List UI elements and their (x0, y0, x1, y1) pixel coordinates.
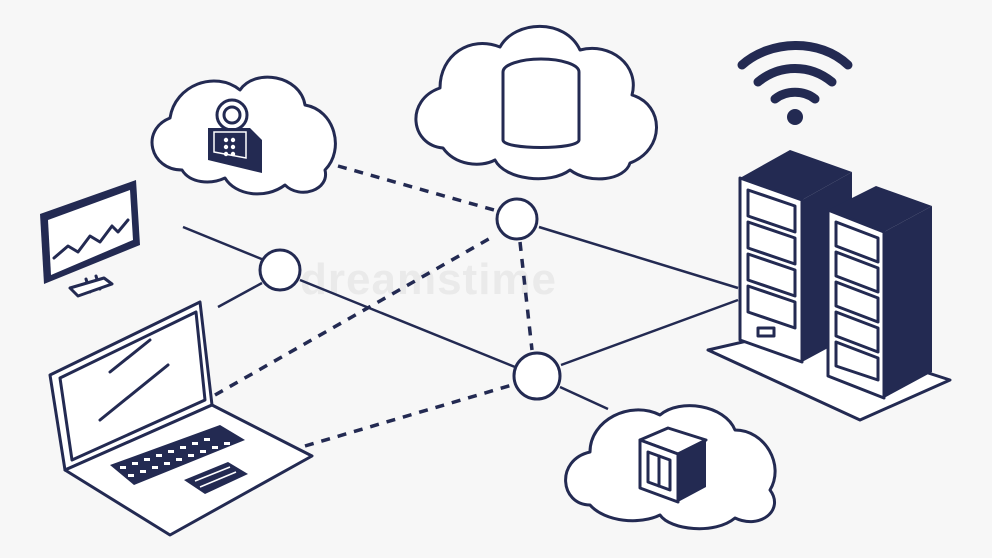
box-icon (638, 426, 708, 504)
dashed-link-node2-node3 (518, 241, 534, 351)
link-node3-servers (560, 298, 739, 367)
link-node2-servers (538, 225, 739, 290)
database-cloud (414, 25, 658, 181)
connections (182, 164, 739, 448)
dashed-link-laptop-node3 (304, 383, 513, 448)
dashed-link-laptop-node2 (214, 234, 495, 397)
lock-icon (208, 98, 262, 173)
laptop-icon (48, 300, 314, 537)
link-node3-box (559, 385, 609, 411)
box-cloud (564, 404, 777, 531)
security-cloud (150, 75, 337, 196)
network-node-1 (258, 248, 302, 292)
network-node-3 (512, 351, 562, 401)
wifi-icon (737, 41, 853, 125)
chart-monitor-icon (40, 180, 140, 298)
link-monitor-node1 (182, 225, 265, 262)
link-laptop-node1 (217, 281, 263, 309)
database-icon (501, 57, 581, 149)
network-node-2 (495, 197, 539, 241)
dashed-link-lock-node2 (337, 164, 495, 212)
link-node1-node3 (299, 278, 516, 369)
server-rack-icon (706, 150, 952, 422)
